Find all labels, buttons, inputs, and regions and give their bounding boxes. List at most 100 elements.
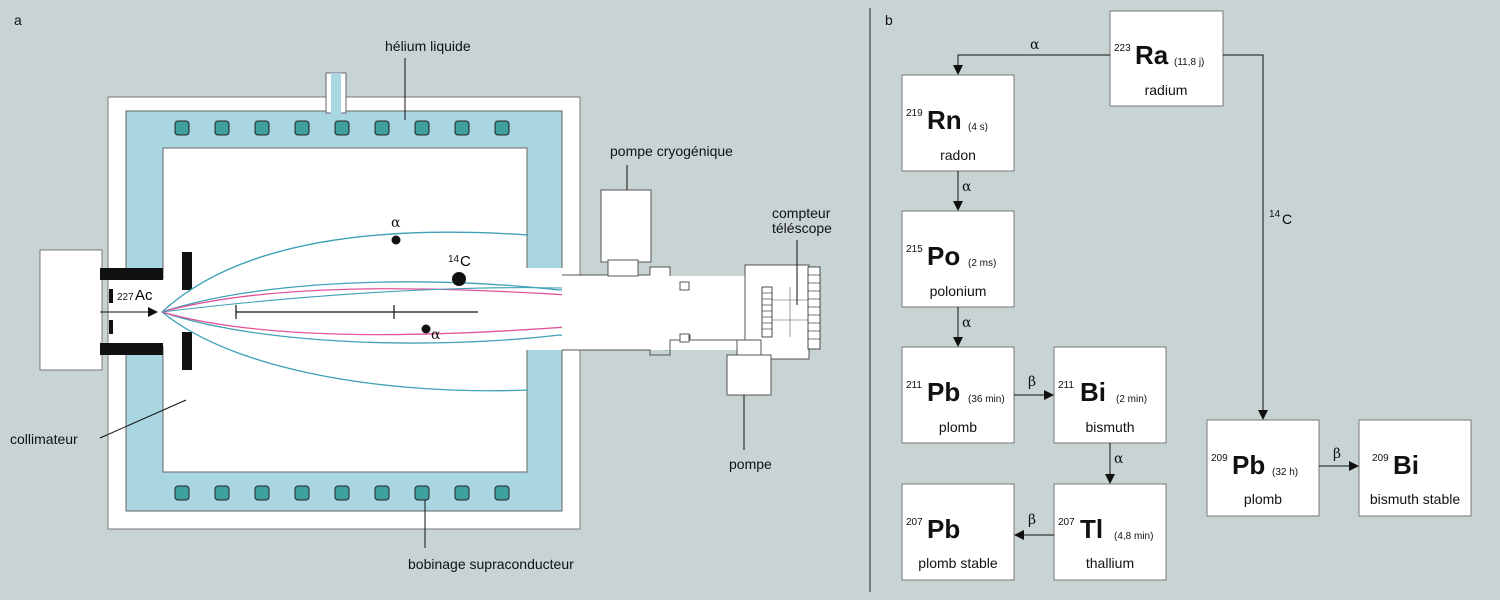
- edge-pb-bi: β: [1014, 374, 1054, 400]
- alpha-track-upper-inner: [161, 271, 669, 313]
- svg-text:Pb: Pb: [927, 514, 960, 544]
- telescope-counter: [761, 266, 821, 350]
- svg-text:Pb: Pb: [927, 377, 960, 407]
- beam-pipe-interior: [562, 276, 756, 350]
- edge-rn-po: α: [953, 171, 972, 211]
- svg-text:223: 223: [1114, 43, 1131, 54]
- svg-text:(11,8 j): (11,8 j): [1174, 57, 1204, 68]
- cryogenic-pump: [600, 189, 652, 263]
- node-pb209: 209 Pb (32 h) plomb: [1206, 419, 1320, 517]
- svg-text:β: β: [1028, 512, 1036, 528]
- svg-text:215: 215: [906, 244, 923, 255]
- cryogenic-pump-label: pompe cryogénique: [610, 143, 733, 159]
- c14-particle: [452, 272, 466, 286]
- alpha-particle-top: [391, 235, 401, 245]
- svg-text:209: 209: [1211, 453, 1228, 464]
- svg-text:α: α: [962, 179, 972, 195]
- svg-text:α: α: [962, 315, 972, 331]
- svg-text:211: 211: [1058, 380, 1074, 391]
- svg-text:207: 207: [906, 517, 923, 528]
- node-pb207: 207 Pb plomb stable: [901, 483, 1015, 581]
- vacuum-chamber: [162, 147, 528, 473]
- svg-text:219: 219: [906, 108, 923, 119]
- svg-text:(2 min): (2 min): [1116, 394, 1147, 405]
- source-mass: 227: [117, 292, 134, 303]
- helium-label: hélium liquide: [385, 38, 471, 54]
- svg-text:14: 14: [1269, 209, 1281, 220]
- svg-text:α: α: [1030, 37, 1040, 53]
- svg-text:plomb: plomb: [1244, 491, 1282, 507]
- source-jaw-bottom: [100, 343, 163, 355]
- svg-text:(2 ms): (2 ms): [968, 258, 996, 269]
- svg-text:211: 211: [906, 380, 922, 391]
- source-housing: [39, 249, 103, 371]
- alpha-track-lower-inner: [161, 311, 669, 351]
- svg-text:(4,8 min): (4,8 min): [1114, 531, 1153, 542]
- svg-text:radium: radium: [1145, 82, 1188, 98]
- svg-text:209: 209: [1372, 453, 1389, 464]
- svg-text:(36 min): (36 min): [968, 394, 1005, 405]
- svg-text:(32 h): (32 h): [1272, 467, 1298, 478]
- collimator-bar-bottom: [182, 332, 192, 370]
- svg-text:β: β: [1333, 446, 1341, 462]
- collimator-bar-top: [182, 252, 192, 290]
- coil-row-bottom: [174, 485, 510, 501]
- svg-text:207: 207: [1058, 517, 1075, 528]
- source-marker-bottom: [109, 320, 113, 334]
- panel-b-letter: b: [885, 12, 893, 28]
- pump-neck: [736, 339, 762, 357]
- collimator-label: collimateur: [10, 431, 78, 447]
- node-ra223: 223 Ra (11,8 j) radium: [1109, 10, 1224, 107]
- edge-pb209-bi209: β: [1319, 446, 1359, 471]
- svg-text:Bi: Bi: [1080, 377, 1106, 407]
- source-jaw-top: [100, 268, 163, 280]
- svg-text:(4 s): (4 s): [968, 122, 988, 133]
- edge-bi-tl: α: [1105, 443, 1124, 484]
- alpha-label-bottom: α: [431, 327, 441, 343]
- source-marker-top: [109, 289, 113, 303]
- svg-text:polonium: polonium: [930, 283, 987, 299]
- node-tl207: 207 Tl (4,8 min) thallium: [1053, 483, 1167, 581]
- detector-chamber: [744, 264, 810, 360]
- svg-text:Tl: Tl: [1080, 514, 1103, 544]
- panel-a-letter: a: [14, 12, 22, 28]
- svg-text:α: α: [1114, 451, 1124, 467]
- node-pb211: 211 Pb (36 min) plomb: [901, 346, 1015, 444]
- alpha-particle-bottom: [421, 324, 431, 334]
- svg-text:thallium: thallium: [1086, 555, 1134, 571]
- svg-text:C: C: [1282, 211, 1292, 227]
- beam-pipe-bottom: [562, 334, 756, 356]
- vacuum-pump: [726, 354, 772, 396]
- source-symbol: Ac: [135, 287, 153, 304]
- node-rn219: 219 Rn (4 s) radon: [901, 74, 1015, 172]
- edge-ra-pb209: 14 C: [1223, 54, 1292, 420]
- alpha-track-lower-outer: [161, 311, 529, 392]
- alpha-label-top: α: [391, 215, 401, 231]
- svg-text:plomb stable: plomb stable: [918, 555, 998, 571]
- node-bi209: 209 Bi bismuth stable: [1358, 419, 1472, 517]
- edge-ra-rn: α: [953, 37, 1110, 75]
- svg-text:plomb: plomb: [939, 419, 977, 435]
- edge-tl-pb: β: [1014, 512, 1054, 540]
- pump-label: pompe: [729, 456, 772, 472]
- svg-text:Rn: Rn: [927, 105, 962, 135]
- collimator-leader: [99, 399, 187, 439]
- coil-row-top: [174, 120, 510, 136]
- node-bi211: 211 Bi (2 min) bismuth: [1053, 346, 1167, 444]
- svg-text:Bi: Bi: [1393, 450, 1419, 480]
- svg-text:β: β: [1028, 374, 1036, 390]
- cryogenic-pump-neck: [607, 259, 639, 277]
- svg-text:Ra: Ra: [1135, 40, 1169, 70]
- filling-tube-helium: [331, 73, 341, 115]
- node-po215: 215 Po (2 ms) polonium: [901, 210, 1015, 308]
- counter-label-line2: téléscope: [772, 220, 832, 236]
- c14-mass: 14: [448, 254, 460, 265]
- c14-symbol: C: [460, 253, 471, 270]
- svg-text:Pb: Pb: [1232, 450, 1265, 480]
- edge-po-pb: α: [953, 307, 972, 347]
- svg-text:Po: Po: [927, 241, 960, 271]
- svg-text:bismuth stable: bismuth stable: [1370, 491, 1460, 507]
- pipe-flange-top: [679, 281, 690, 291]
- pipe-flange-bottom: [679, 333, 690, 343]
